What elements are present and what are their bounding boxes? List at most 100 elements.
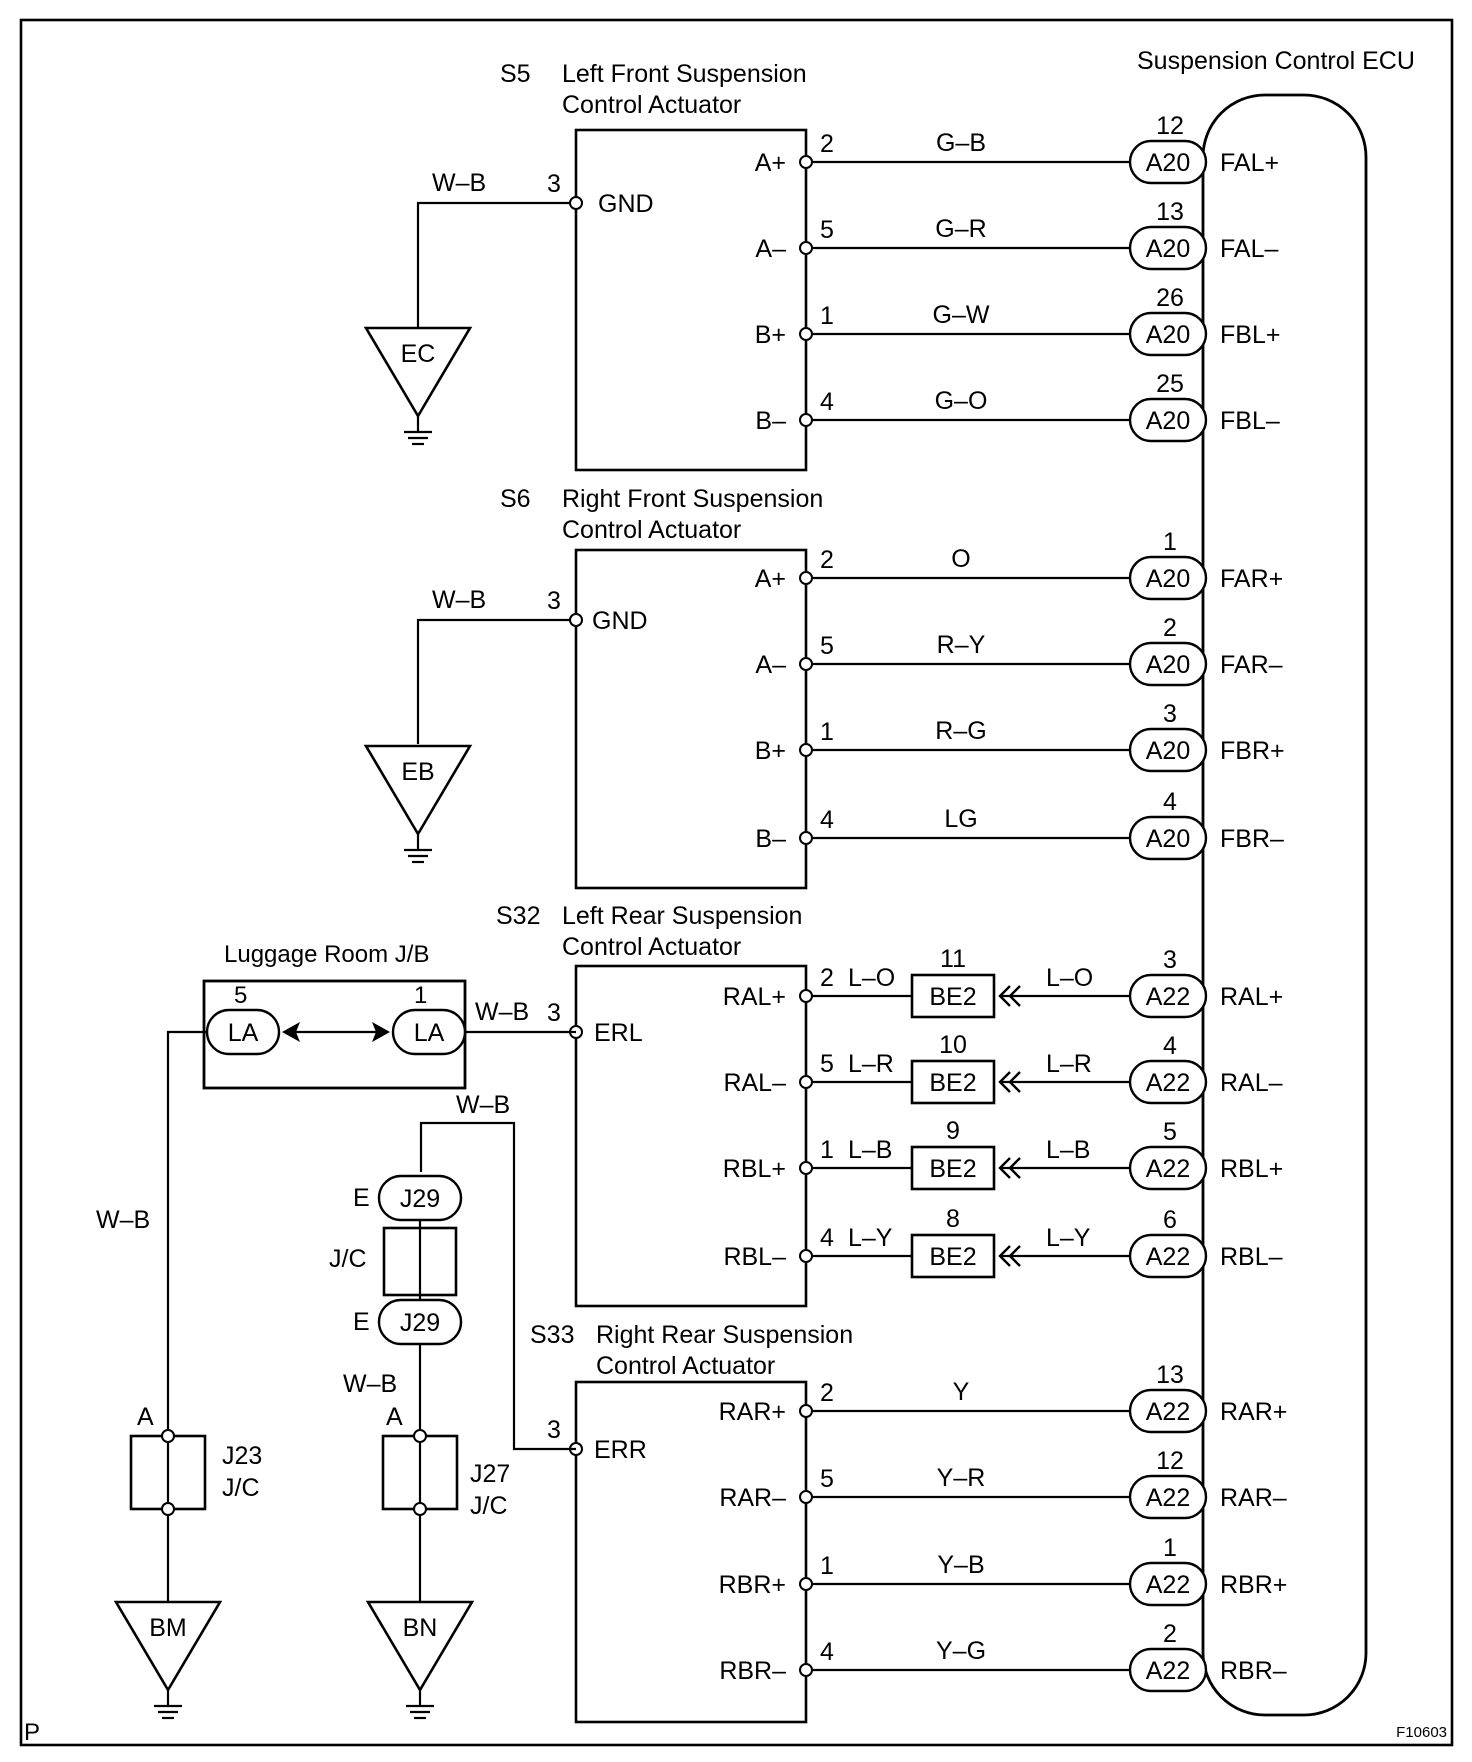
actuator-name-line2: Control Actuator <box>596 1352 775 1380</box>
be2-connector-label: BE2 <box>929 1155 976 1183</box>
luggage-jb-left-pin: 5 <box>234 982 247 1009</box>
actuator-code: S5 <box>500 60 531 88</box>
terminal-pin <box>799 327 813 341</box>
ecu-connector-label: A20 <box>1146 407 1190 435</box>
terminal-label: RAL+ <box>723 983 786 1011</box>
j23-jc: J/C <box>222 1474 260 1502</box>
gnd-wire-label: W–B <box>432 586 486 614</box>
terminal-label: RBR– <box>719 1657 786 1685</box>
ecu-connector-label: A20 <box>1146 565 1190 593</box>
terminal-pin-number: 4 <box>820 388 834 416</box>
terminal-pin-number: 1 <box>820 1552 834 1580</box>
gnd-pin-number: 3 <box>547 170 561 198</box>
ecu-connector-label: A20 <box>1146 737 1190 765</box>
actuator-body <box>574 964 808 1308</box>
ecu-terminal-label: FBL+ <box>1220 321 1280 349</box>
ecu-pin-number: 3 <box>1163 700 1177 728</box>
ecu-connector-label: A22 <box>1146 1657 1190 1685</box>
ecu-connector-label: A22 <box>1146 1484 1190 1512</box>
terminal-pin-number: 5 <box>820 1465 834 1493</box>
terminal-pin <box>799 1161 813 1175</box>
ecu-connector-label: A20 <box>1146 825 1190 853</box>
terminal-pin-number: 4 <box>820 806 834 834</box>
ecu-pin-number: 25 <box>1156 370 1184 398</box>
terminal-pin-number: 4 <box>820 1638 834 1666</box>
ecu-terminal-label: FBR+ <box>1220 737 1285 765</box>
terminal-label: RBL+ <box>723 1155 786 1183</box>
gnd-wire <box>416 618 570 744</box>
wire-err-loop-label: W–B <box>456 1091 510 1119</box>
ecu-terminal-label: FAR– <box>1220 651 1283 679</box>
ecu-connector-label: A22 <box>1146 1398 1190 1426</box>
wire-err-to-j29 <box>419 1121 576 1451</box>
j29-top-connector-label: J29 <box>400 1185 440 1213</box>
wire-color: Y–G <box>936 1637 986 1665</box>
be2-pin-number: 9 <box>946 1117 960 1145</box>
ecu-terminal-label: RAR– <box>1220 1484 1287 1512</box>
gnd-terminal-label: ERL <box>594 1019 643 1047</box>
terminal-pin <box>799 1577 813 1591</box>
gnd-terminal-pin <box>569 196 583 210</box>
ecu-pin-number: 13 <box>1156 1361 1184 1389</box>
ecu-pin-number: 4 <box>1163 1032 1177 1060</box>
actuator-name-line1: Right Rear Suspension <box>596 1321 853 1349</box>
gnd-pin-number: 3 <box>547 999 561 1027</box>
j27-pin-label: A <box>386 1403 403 1431</box>
gnd-wire-label: W–B <box>432 169 486 197</box>
terminal-pin <box>799 1249 813 1263</box>
ecu-pin-number: 2 <box>1163 614 1177 642</box>
actuator-body <box>574 548 808 890</box>
terminal-label: RAL– <box>723 1069 786 1097</box>
ground-eb: EB <box>363 744 473 864</box>
gnd-pin-number: 3 <box>547 587 561 615</box>
wire-color: G–W <box>933 301 990 329</box>
ecu-pin-number: 3 <box>1163 946 1177 974</box>
terminal-pin-number: 2 <box>820 1379 834 1407</box>
j29-bottom-pin-label: E <box>353 1308 370 1336</box>
be2-connector <box>910 973 996 1019</box>
terminal-pin-number: 2 <box>820 546 834 574</box>
gnd-wire <box>416 201 570 327</box>
be2-connector <box>910 1233 996 1279</box>
wire-jb-to-erl-label: W–B <box>475 998 529 1026</box>
ecu-terminal-label: RAL+ <box>1220 983 1283 1011</box>
terminal-pin <box>799 1663 813 1677</box>
wire-color: Y–B <box>937 1551 984 1579</box>
ecu-terminal-label: RBL+ <box>1220 1155 1283 1183</box>
j29-top-pin-label: E <box>353 1184 370 1212</box>
j23-pin-label: A <box>137 1403 154 1431</box>
ecu-pin-number: 1 <box>1163 1534 1177 1562</box>
be2-connector <box>910 1145 996 1191</box>
terminal-label: RAR+ <box>719 1398 786 1426</box>
wire-color: G–O <box>935 387 988 415</box>
wire-color-actuator-side: L–B <box>848 1136 892 1164</box>
terminal-pin-number: 1 <box>820 302 834 330</box>
be2-connector-label: BE2 <box>929 1243 976 1271</box>
ground-ec: EC <box>363 326 473 446</box>
actuator-name-line1: Left Rear Suspension <box>562 902 802 930</box>
j27-bottom-pin <box>413 1502 427 1516</box>
wire-color: Y–R <box>937 1464 986 1492</box>
terminal-pin-number: 2 <box>820 964 834 992</box>
be2-connector <box>910 1059 996 1105</box>
ecu-connector-label: A20 <box>1146 321 1190 349</box>
wire-color: LG <box>944 805 977 833</box>
ground-bn: BN <box>365 1600 475 1720</box>
ecu-terminal-label: RBL– <box>1220 1243 1283 1271</box>
wire-la-left-to-j23 <box>166 1030 207 1436</box>
terminal-pin <box>799 241 813 255</box>
ecu-terminal-label: FBR– <box>1220 825 1284 853</box>
j23-bottom-pin <box>161 1502 175 1516</box>
